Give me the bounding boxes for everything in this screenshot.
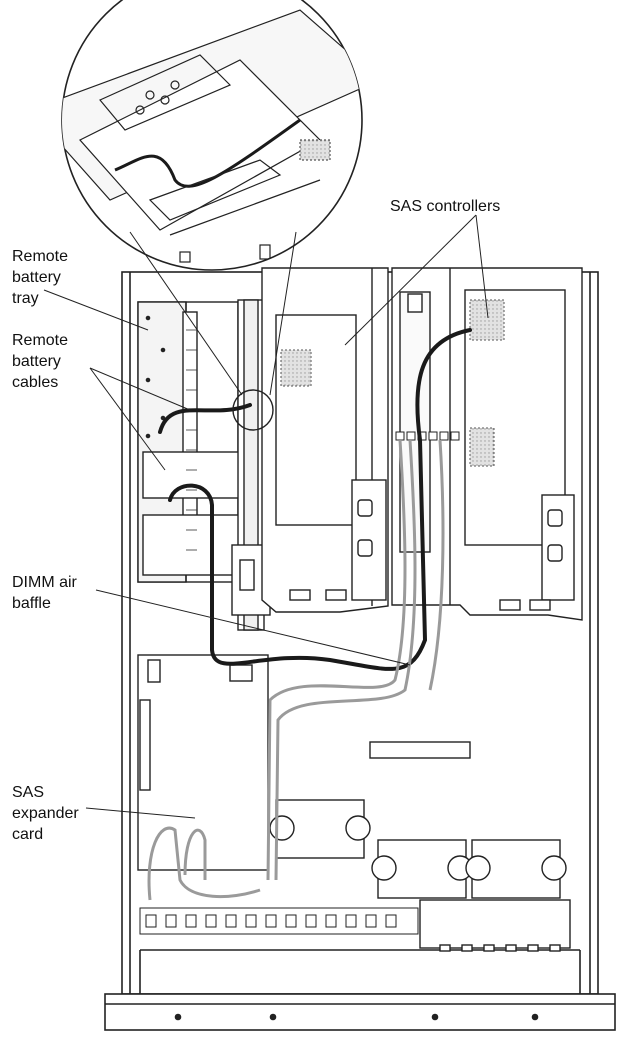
label-line: SAS: [12, 784, 45, 801]
label-line: Remote: [12, 248, 69, 265]
label-sas-controllers-line: SAS controllers: [390, 198, 501, 215]
remote-battery-tray: [137, 301, 240, 583]
sas-controller-left: [280, 349, 312, 387]
label-line: battery: [12, 353, 61, 370]
label-line: baffle: [12, 595, 51, 612]
label-line: tray: [12, 290, 39, 307]
label-remote-battery-cables: Remote battery cables: [12, 330, 68, 393]
tray-ribs: [186, 329, 197, 551]
remote-battery-cable-paths: [158, 328, 472, 671]
label-line: DIMM air: [12, 574, 77, 591]
label-line: cables: [12, 374, 59, 391]
label-line: Remote: [12, 332, 69, 349]
backplane-connectors: [139, 907, 419, 935]
label-line: battery: [12, 269, 61, 286]
cable-connectors: [395, 431, 460, 441]
sas-cables: [147, 439, 445, 901]
label-line: expander: [12, 805, 79, 822]
label-sas-controllers: SAS controllers: [390, 196, 500, 217]
fan-assemblies: [269, 741, 571, 952]
label-remote-battery-tray: Remote battery tray: [12, 246, 68, 309]
label-sas-expander-card: SAS expander card: [12, 782, 79, 845]
pci-riser-cage-left: [261, 267, 389, 613]
magnified-inset: [61, 0, 363, 271]
label-dimm-air-baffle: DIMM air baffle: [12, 572, 77, 614]
inset-callout-lines: [129, 231, 297, 431]
sas-controller-right-bottom: [469, 427, 495, 467]
label-leader-lines: [43, 214, 489, 819]
label-line: card: [12, 826, 44, 843]
